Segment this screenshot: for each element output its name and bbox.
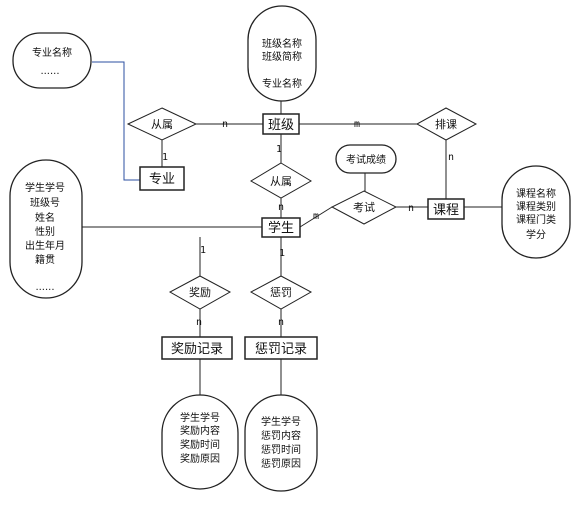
course-attr-1: 课程类别 [516, 200, 556, 213]
entity-student [261, 217, 301, 238]
student-attr-1: 班级号 [30, 197, 60, 209]
major-attr-link [92, 61, 141, 181]
class-attr-1: 班级简称 [262, 50, 302, 63]
connectors [82, 61, 502, 395]
entity-major-label: 专业 [149, 172, 175, 187]
punish-record-attributes-ellipse [244, 394, 318, 492]
relationship-reward [168, 275, 232, 310]
relationship-schedule-label: 排课 [435, 117, 457, 131]
relationship-class-student-label: 从属 [270, 175, 292, 188]
entity-course-label: 课程 [433, 203, 459, 218]
card-punish-record-side: n [278, 317, 284, 328]
course-attr-0: 课程名称 [516, 187, 556, 200]
reward-record-attr-1: 奖励内容 [180, 424, 220, 437]
reward-record-attr-0: 学生学号 [180, 411, 220, 424]
card-class-side-course: m [354, 119, 360, 130]
relationship-reward-label: 奖励 [189, 285, 211, 299]
student-attr-3: 性别 [35, 225, 55, 238]
punish-record-attr-3: 惩罚原因 [261, 457, 301, 470]
student-attributes-ellipse [9, 159, 83, 299]
card-student-reward: 1 [200, 245, 206, 256]
course-attr-3: 学分 [526, 228, 546, 241]
link-student-exam [299, 206, 333, 228]
student-attr-0: 学生学号 [25, 181, 65, 194]
entity-reward-record-label: 奖励记录 [171, 342, 223, 357]
punish-record-attr-0: 学生学号 [261, 415, 301, 428]
entity-class [262, 113, 300, 135]
punish-record-attr-2: 惩罚时间 [261, 443, 301, 456]
student-attr-5: 籍贯 [35, 253, 55, 266]
course-attr-2: 课程门类 [516, 213, 556, 226]
entity-punish-record [244, 336, 318, 360]
relationship-exam-label: 考试 [353, 201, 375, 214]
card-class-side-major: n [222, 119, 228, 130]
card-course-side-class: n [448, 152, 454, 163]
reward-record-attr-3: 奖励原因 [180, 452, 220, 465]
card-class-top: 1 [276, 144, 282, 155]
entity-class-label: 班级 [268, 118, 294, 133]
entity-major [139, 166, 185, 191]
entity-course [427, 198, 465, 220]
card-major-side: 1 [162, 152, 168, 163]
class-attr-0: 班级名称 [262, 37, 302, 50]
relationship-punish [249, 275, 313, 310]
relationship-major-class [126, 107, 198, 141]
punish-record-attr-1: 惩罚内容 [261, 429, 301, 442]
card-course-side-exam: n [408, 203, 414, 214]
card-student-punish: 1 [279, 248, 285, 259]
relationship-exam [330, 190, 398, 225]
major-attributes-ellipse [12, 32, 92, 89]
exam-score-label: 考试成绩 [346, 153, 386, 166]
major-attr-0: 专业名称 [32, 46, 72, 59]
class-attr-2: 专业名称 [262, 77, 302, 90]
relationship-major-class-label: 从属 [151, 118, 173, 131]
card-student-side-class: n [278, 202, 284, 213]
exam-score-attribute [335, 144, 397, 174]
course-attributes-ellipse [501, 165, 571, 259]
student-attr-4: 出生年月 [25, 239, 65, 252]
student-attr-2: 姓名 [35, 211, 55, 224]
relationship-schedule [415, 107, 478, 141]
student-attr-6: ...... [35, 282, 54, 293]
class-attributes-ellipse [247, 5, 317, 102]
entity-reward-record [161, 336, 233, 360]
reward-record-attributes-ellipse [161, 394, 239, 490]
major-attr-1: ...... [40, 66, 59, 77]
entity-student-label: 学生 [268, 220, 294, 236]
relationship-class-student [250, 162, 312, 199]
card-student-side-exam: m [313, 211, 319, 222]
entity-punish-record-label: 惩罚记录 [255, 342, 307, 357]
card-reward-record-side: n [196, 317, 202, 328]
relationship-punish-label: 惩罚 [270, 286, 292, 299]
reward-record-attr-2: 奖励时间 [180, 438, 220, 451]
